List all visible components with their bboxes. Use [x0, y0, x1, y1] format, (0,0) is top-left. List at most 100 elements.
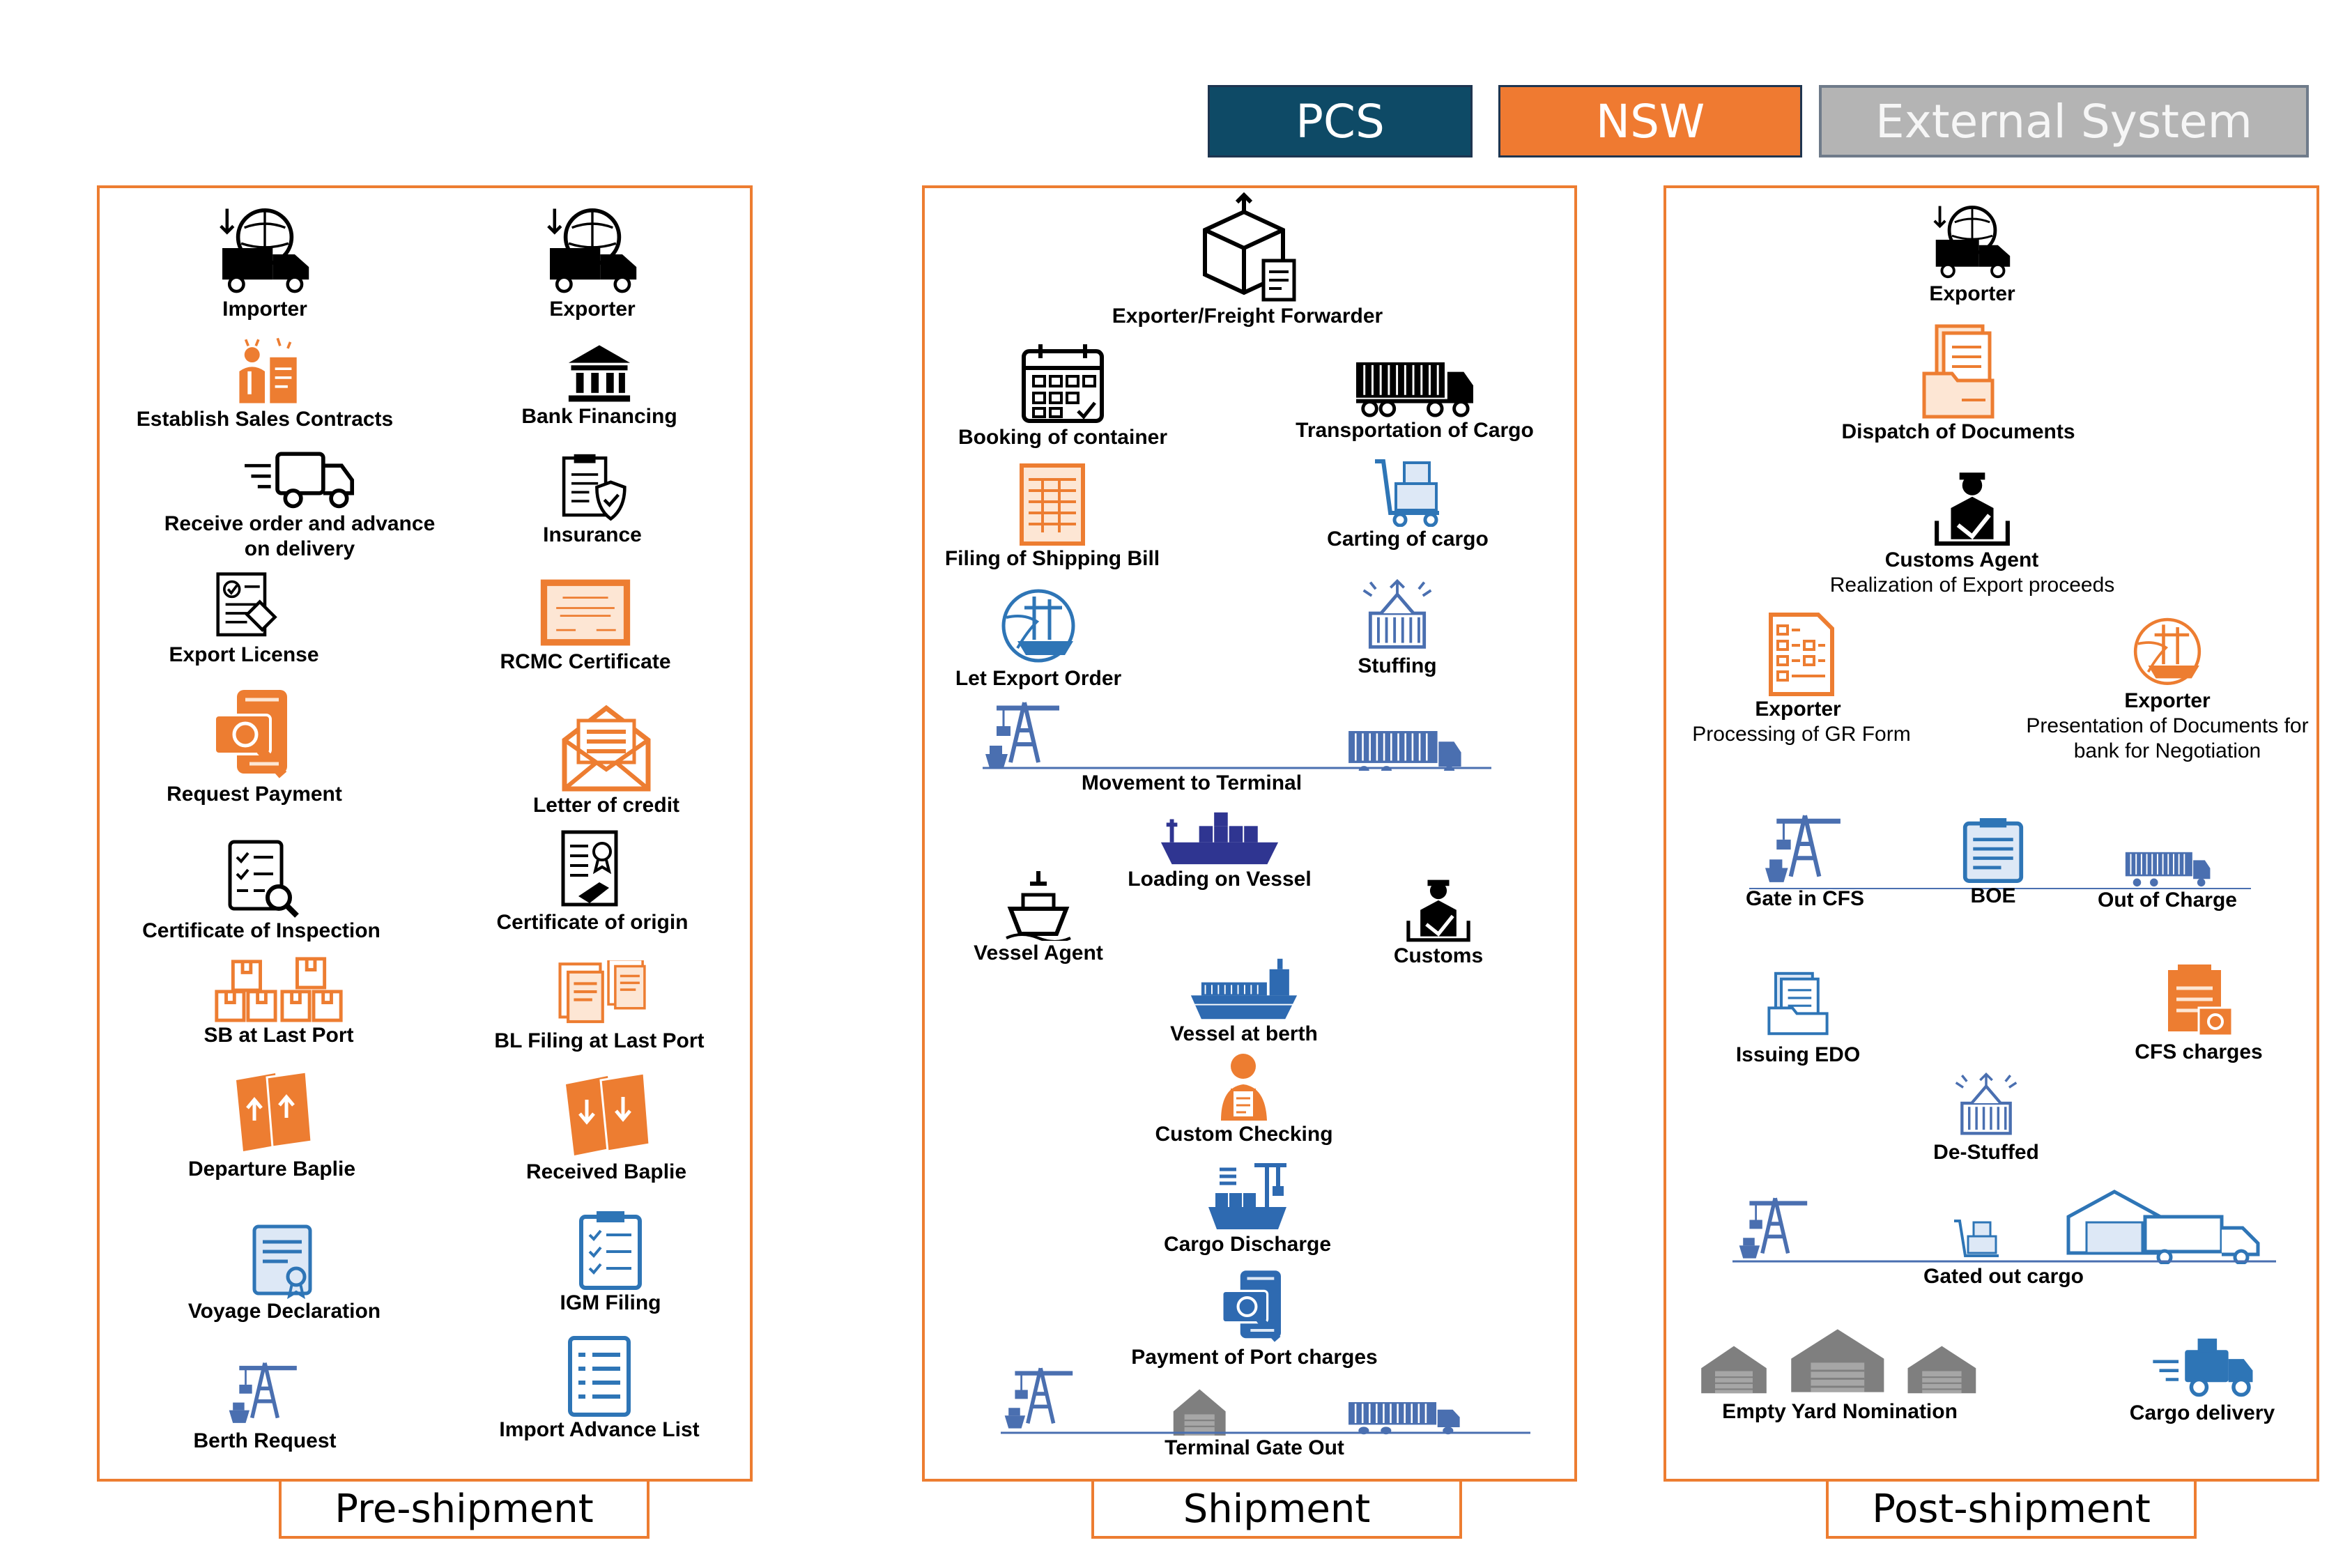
item-exporter: Exporter: [488, 199, 697, 322]
item-label: Empty Yard Nomination: [1722, 1400, 1958, 1423]
item-voyage-declaration: Voyage Declaration: [145, 1221, 424, 1324]
shipment-panel: [922, 185, 1577, 1482]
item-label: Bank Financing: [521, 405, 677, 428]
item-label: Exporter: [1929, 282, 2015, 305]
item-berth-request: Berth Request: [153, 1355, 376, 1454]
item-gated-out-cargo: Gated out cargo: [1728, 1189, 2279, 1293]
item-loading-on-vessel: Loading on Vessel: [1115, 806, 1324, 892]
item-boe: BOE: [1944, 817, 2042, 909]
item-label: Establish Sales Contracts: [136, 408, 394, 431]
globe-ship-icon: [2133, 617, 2201, 685]
item-label: IGM Filing: [560, 1291, 661, 1314]
berthed-vessel-icon: [1190, 958, 1298, 1020]
item-label: Booking of container: [958, 426, 1167, 449]
legend-external-system: External System: [1819, 85, 2309, 157]
item-label: CFS charges: [2135, 1040, 2263, 1063]
item-label: Transportation of Cargo: [1296, 419, 1534, 442]
item-out-of-charge: Out of Charge: [2063, 843, 2272, 913]
bank-icon: [568, 345, 631, 402]
post-shipment-panel: [1663, 185, 2319, 1482]
port-payment-icon: [1221, 1270, 1282, 1342]
gated-out-lane-icon: [1732, 1190, 2276, 1264]
shipping-bill-icon: [1020, 463, 1085, 546]
item-sub: Presentation of Documents for bank for N…: [2026, 714, 2309, 762]
item-label: Stuffing: [1358, 654, 1437, 677]
item-gate-in-cfs: Gate in CFS: [1700, 808, 1909, 912]
importer-truck-globe-icon: [216, 199, 314, 297]
item-customs-agent: Customs Agent Realization of Export proc…: [1791, 466, 2153, 598]
item-certificate-of-origin: Certificate of origin: [481, 829, 704, 935]
document-folder-icon: [1922, 324, 1995, 419]
item-label: Cargo delivery: [2129, 1401, 2275, 1424]
item-igm-filing: IGM Filing: [499, 1210, 722, 1316]
gr-form-icon: [1769, 613, 1834, 696]
item-custom-checking: Custom Checking: [1136, 1051, 1352, 1147]
item-post-exporter: Exporter: [1868, 198, 2077, 307]
terminal-gate-lane-icon: [1001, 1366, 1530, 1436]
item-label: Cargo Discharge: [1163, 1233, 1332, 1256]
item-label: Certificate of Inspection: [142, 919, 381, 942]
item-label: Exporter/Freight Forwarder: [1112, 305, 1383, 328]
license-document-icon: [216, 572, 277, 637]
item-departure-baplie: Departure Baplie: [160, 1066, 383, 1182]
envelope-letter-icon: [562, 705, 651, 792]
cfs-lane-line: [1749, 888, 2251, 889]
item-label: Insurance: [543, 523, 642, 546]
clipboard-checklist-icon: [579, 1211, 642, 1290]
item-label: Terminal Gate Out: [1165, 1436, 1344, 1459]
delivery-truck-icon: [245, 452, 355, 509]
item-terminal-gate-out: Terminal Gate Out: [997, 1366, 1533, 1463]
item-label: Receive order and advance on delivery: [164, 512, 436, 560]
item-label: Custom Checking: [1155, 1123, 1333, 1146]
item-stuffing: Stuffing: [1286, 573, 1509, 679]
item-label: Voyage Declaration: [187, 1300, 381, 1323]
calendar-icon: [1022, 344, 1104, 423]
item-label: Movement to Terminal: [1081, 771, 1303, 794]
item-cargo-discharge: Cargo Discharge: [1136, 1160, 1359, 1257]
item-transportation-of-cargo: Transportation of Cargo: [1282, 360, 1547, 443]
exporter-truck-globe-icon: [544, 199, 641, 297]
item-label: Departure Baplie: [187, 1158, 356, 1181]
cfs-charges-icon: [2168, 964, 2234, 1037]
departure-ticket-icon: [236, 1070, 313, 1151]
item-dispatch-of-documents: Dispatch of Documents: [1812, 323, 2105, 445]
clipboard-icon: [1962, 818, 2024, 883]
item-label: Importer: [222, 298, 307, 321]
item-vessel-agent: Vessel Agent: [934, 868, 1143, 966]
certificate-origin-icon: [561, 830, 618, 907]
insurance-shield-icon: [562, 454, 627, 521]
item-label: Berth Request: [193, 1429, 337, 1452]
received-ticket-icon: [566, 1072, 651, 1155]
item-rcmc-certificate: RCMC Certificate: [474, 576, 697, 675]
item-label: Exporter: [1755, 698, 1841, 721]
shipment-tab: Shipment: [1091, 1482, 1462, 1539]
item-label: Carting of cargo: [1327, 528, 1489, 551]
item-label: Exporter: [549, 298, 636, 321]
item-label: Exporter: [2124, 689, 2211, 712]
container-truck-icon: [1356, 362, 1473, 417]
boxes-icon: [215, 957, 343, 1022]
document-folder-icon: [548, 960, 646, 1029]
certificate-icon: [540, 579, 631, 646]
customs-officer-icon: [1927, 466, 2018, 548]
item-receive-order: Receive order and advance on delivery: [146, 446, 453, 562]
item-label: Loading on Vessel: [1128, 868, 1312, 891]
stuffing-container-icon: [1950, 1066, 2022, 1140]
declaration-scroll-icon: [252, 1224, 312, 1299]
item-payment-of-port-charges: Payment of Port charges: [1101, 1268, 1408, 1370]
globe-ship-icon: [997, 583, 1080, 666]
item-label: Out of Charge: [2098, 889, 2237, 912]
exporter-truck-globe-icon: [1929, 198, 2015, 282]
item-vessel-at-berth: Vessel at berth: [1143, 956, 1345, 1047]
advance-list-document-icon: [568, 1336, 631, 1417]
delivery-truck-icon: [2153, 1338, 2253, 1397]
item-insurance: Insurance: [481, 453, 704, 548]
item-sub: Processing of GR Form: [1692, 723, 1911, 746]
item-exporter-freight-forwarder: Exporter/Freight Forwarder: [1101, 192, 1394, 329]
port-crane-ship-icon: [1753, 808, 1857, 886]
document-folder-icon: [1767, 971, 1829, 1036]
item-label: Filing of Shipping Bill: [944, 547, 1160, 570]
item-bank-financing: Bank Financing: [488, 341, 711, 429]
item-label: Issuing EDO: [1735, 1043, 1861, 1066]
item-sub: Realization of Export proceeds: [1829, 574, 2115, 597]
